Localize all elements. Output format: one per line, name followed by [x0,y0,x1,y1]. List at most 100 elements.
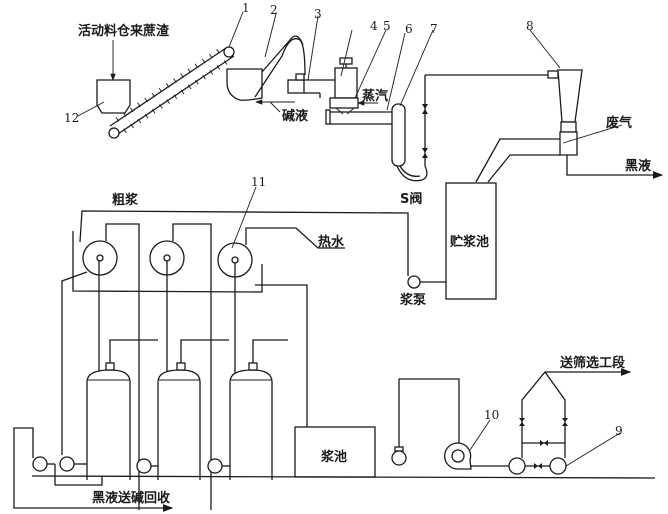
conveyor-tooth [194,63,199,69]
inclined-conveyor-1 [108,46,235,139]
storage-tank [445,182,497,300]
conveyor-tooth [159,104,163,109]
conveyor-tooth [130,123,134,129]
conveyor-tooth [201,58,206,64]
conveyor-tooth [137,118,142,124]
conveyor-tooth [166,99,170,104]
callout-line-5 [354,29,387,99]
callout-line-9 [565,432,621,467]
screw-feeder-tube-inner [261,35,304,73]
cyclone-inlet [547,70,559,79]
hot-water-line [245,227,345,249]
conveyor-tooth [216,65,221,70]
conveyor-tooth [144,113,149,119]
black-liquor-tank-1 [86,339,158,480]
digester-tube-7 [391,103,406,167]
conveyor-tooth [151,108,156,114]
label-pulp-pump: 浆泵 [399,292,426,308]
callout-2: 2 [270,3,278,17]
floor-line [31,475,656,479]
label-storage-tank: 贮浆池 [449,234,489,250]
callout-11: 11 [251,175,266,189]
label-coarse-pulp: 粗浆 [112,192,139,208]
callout-line-8 [529,29,561,69]
pulp-pump [407,275,421,289]
separator [559,131,578,156]
alkali-leader [269,101,281,113]
callout-8: 8 [526,19,534,33]
conveyor-tooth [129,107,134,113]
screen-pump-9 [549,457,567,475]
cyclone-8 [557,69,583,123]
conveyor-tooth [122,112,127,117]
callout-line-3 [307,15,319,81]
pump-b1 [32,456,48,472]
label-steam: 蒸汽 [362,88,388,104]
label-black-liquor: 黑液 [625,158,651,174]
conveyor-tooth [151,92,156,98]
screen-loop [521,370,566,458]
label-pulp-tank: 浆池 [320,449,347,465]
conveyor-tooth [209,69,214,75]
pump-small [391,450,407,466]
conveyor-tooth [144,97,148,103]
label-waste-gas: 废气 [606,115,632,131]
valve-lower [422,148,428,158]
valve-upper [422,104,428,114]
conveyor-tooth [123,128,127,134]
screw-feeder-3 [287,79,305,94]
label-alkali: 碱液 [282,108,308,124]
vacuum-washer-11 [217,242,253,278]
vacuum-washer-1 [82,240,118,276]
conveyor-tooth [223,60,228,65]
conveyor-tooth [216,48,220,54]
callout-line-2 [264,13,277,58]
label-hot-water: 热水 [318,234,345,250]
s-valve [396,165,428,182]
centrifugal-pump-10 [443,442,472,470]
black-liquor-recovery-line [13,427,174,512]
callout-line-4 [340,29,353,77]
conveyor-tooth [187,68,192,74]
conveyor-tooth [115,117,120,122]
conveyor-tooth [173,78,177,83]
callout-9: 9 [615,424,623,438]
hopper-2 [226,68,263,101]
conveyor-tooth [209,53,213,59]
callout-line-7 [399,29,434,107]
waste-gas-leader [562,124,623,144]
pump-b2 [59,456,75,472]
callout-10: 10 [484,408,499,422]
conveyor-tooth [195,79,199,85]
callout-5: 5 [383,19,391,33]
label-black-liquor-recovery: 黑液送碱回收 [92,490,171,506]
black-liquor-tank-2 [157,339,229,480]
callout-3: 3 [314,7,322,21]
coarse-pulp-line [79,210,409,276]
valve-bottom [534,463,538,469]
conveyor-tooth [180,73,184,78]
conveyor-tooth [165,82,170,88]
feed-bin-12 [96,79,131,114]
pump-b4 [207,458,223,474]
callout-1: 1 [242,1,250,15]
conveyor-tooth [158,87,163,93]
screen-pump-1 [508,457,526,475]
black-liquor-out-line [566,155,664,179]
preheater-cap [339,57,353,65]
label-to-screening: 送筛选工段 [559,355,625,371]
black-liquor-tank-3 [229,339,288,480]
callout-line-1 [228,11,244,48]
callout-6: 6 [405,22,413,36]
label-bagasse-source: 活动料仓来蔗渣 [78,23,170,39]
callout-line-12 [77,101,105,117]
conveyor-tooth [187,84,192,90]
callout-4: 4 [370,19,378,33]
feeder-flange [295,73,305,81]
callout-12: 12 [64,111,79,125]
pump-b3 [136,458,152,474]
conveyor-tooth [173,94,178,100]
callout-line-6 [386,32,406,111]
cyclone-neck [560,121,577,133]
